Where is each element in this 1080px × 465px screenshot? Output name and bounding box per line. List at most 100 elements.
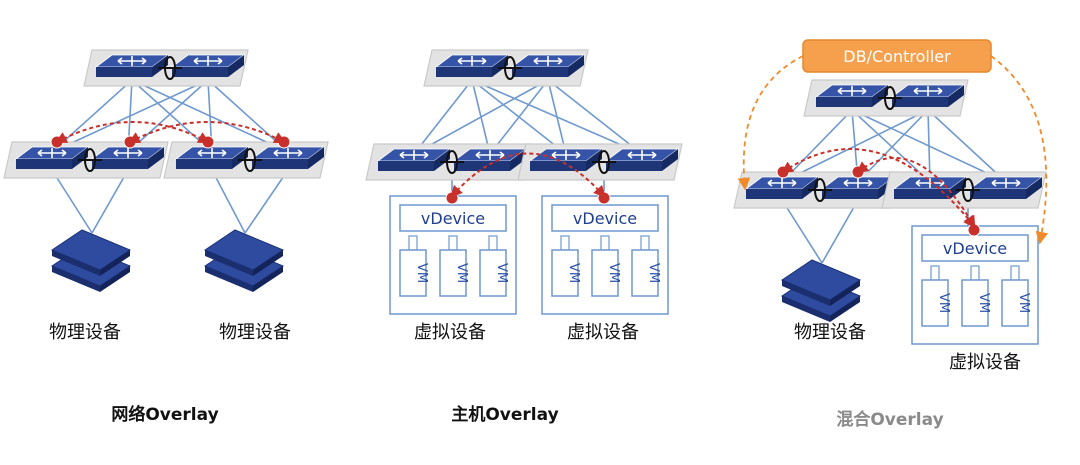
panel-hybrid-label-left: 物理设备 xyxy=(794,322,866,343)
link-line xyxy=(821,199,859,264)
vm-connector xyxy=(600,235,610,251)
link-line xyxy=(244,169,289,234)
leaf-switch-pair xyxy=(163,141,329,179)
tunnel-endpoint-dot xyxy=(277,135,291,149)
vm-connector xyxy=(488,235,498,251)
link-line xyxy=(131,79,213,153)
lag-ellipse xyxy=(84,148,96,172)
vm-connector xyxy=(408,235,418,251)
switch-icon xyxy=(452,148,528,171)
link-line xyxy=(413,79,473,155)
switch-icon xyxy=(14,146,90,169)
vm-connector xyxy=(448,235,458,251)
link-line xyxy=(91,169,129,234)
vm-box xyxy=(961,279,989,327)
overlay-tunnel-arc xyxy=(54,121,211,144)
vm-box xyxy=(439,249,467,297)
vm-box xyxy=(591,249,619,297)
vm-connector xyxy=(640,235,650,251)
leaf-switch-pair xyxy=(733,171,899,209)
switch-icon xyxy=(174,146,250,169)
vm-label: VM xyxy=(936,293,951,313)
panel-network-caption: 网络Overlay xyxy=(111,404,218,425)
switch-icon xyxy=(250,146,326,169)
overlay-tunnel-arc xyxy=(781,148,976,228)
switch-icon xyxy=(890,84,966,107)
switch-icon xyxy=(94,54,170,77)
panel-hybrid-caption: 混合Overlay xyxy=(836,409,943,430)
panel-host-label-left: 虚拟设备 xyxy=(414,322,486,343)
vm-box xyxy=(551,249,579,297)
overlay-tunnel-arc xyxy=(856,156,976,229)
vm-box xyxy=(399,249,427,297)
vm-box xyxy=(479,249,507,297)
spine-switch-pair xyxy=(83,49,249,87)
lag-ellipse xyxy=(504,56,516,80)
lag-ellipse xyxy=(244,148,256,172)
spine-switch-pair xyxy=(803,79,969,117)
physical-server-icon xyxy=(780,259,862,322)
link-line xyxy=(547,79,643,155)
vm-label: VM xyxy=(646,263,661,283)
leaf-switch-pair xyxy=(881,171,1047,209)
physical-server-icon xyxy=(50,229,132,292)
vm-label: VM xyxy=(454,263,469,283)
physical-server-icon xyxy=(203,229,285,292)
tunnel-endpoint-dot xyxy=(445,191,459,205)
vm-box xyxy=(921,279,949,327)
link-line xyxy=(471,79,567,155)
link-line xyxy=(127,79,209,153)
vdevice-box xyxy=(551,204,659,232)
switch-icon xyxy=(90,146,166,169)
leaf-switch-pair xyxy=(3,141,169,179)
controller-link-right xyxy=(990,55,1049,245)
panel-host-caption: 主机Overlay xyxy=(451,404,558,425)
controller-link-left xyxy=(737,55,804,191)
vdevice-box xyxy=(399,204,507,232)
vm-box xyxy=(631,249,659,297)
switch-icon xyxy=(510,54,586,77)
switch-icon xyxy=(376,148,452,171)
lag-ellipse xyxy=(884,86,896,110)
vm-label: VM xyxy=(606,263,621,283)
link-line xyxy=(471,79,491,155)
leaf-switch-pair xyxy=(517,143,683,181)
panel-host-label-right: 虚拟设备 xyxy=(567,322,639,343)
link-line xyxy=(781,109,853,183)
link-line xyxy=(211,169,246,234)
vm-connector xyxy=(560,235,570,251)
vm-label: VM xyxy=(976,293,991,313)
overlay-tunnels xyxy=(50,55,1049,245)
link-line xyxy=(781,199,823,264)
vm-label: VM xyxy=(566,263,581,283)
lag-ellipse xyxy=(164,56,176,80)
vm-box xyxy=(1001,279,1029,327)
vm-label: VM xyxy=(414,263,429,283)
switch-icon xyxy=(434,54,510,77)
vdevice-label: vDevice xyxy=(573,209,637,228)
switch-icon xyxy=(604,148,680,171)
switch-icon xyxy=(170,54,246,77)
panel-network-label-right: 物理设备 xyxy=(219,322,291,343)
link-line xyxy=(51,79,133,153)
vm-connector xyxy=(1010,265,1020,281)
link-line xyxy=(851,109,1007,183)
controller-label: DB/Controller xyxy=(843,47,951,66)
vdevice-label: vDevice xyxy=(421,209,485,228)
lag-ellipse xyxy=(598,150,610,174)
link-line xyxy=(51,169,93,234)
overlay-tunnel-arc xyxy=(127,121,287,144)
tunnel-endpoint-dot xyxy=(597,191,611,205)
panel-network-label-left: 物理设备 xyxy=(49,322,121,343)
spine-switch-pair xyxy=(423,49,589,87)
vm-label: VM xyxy=(494,263,509,283)
link-line xyxy=(471,79,643,155)
link-line xyxy=(927,109,1007,183)
controller-box: DB/Controller xyxy=(802,39,992,73)
vm-label: VM xyxy=(1016,293,1031,313)
leaf-switch-pair xyxy=(365,143,531,181)
switch-icon xyxy=(814,84,890,107)
